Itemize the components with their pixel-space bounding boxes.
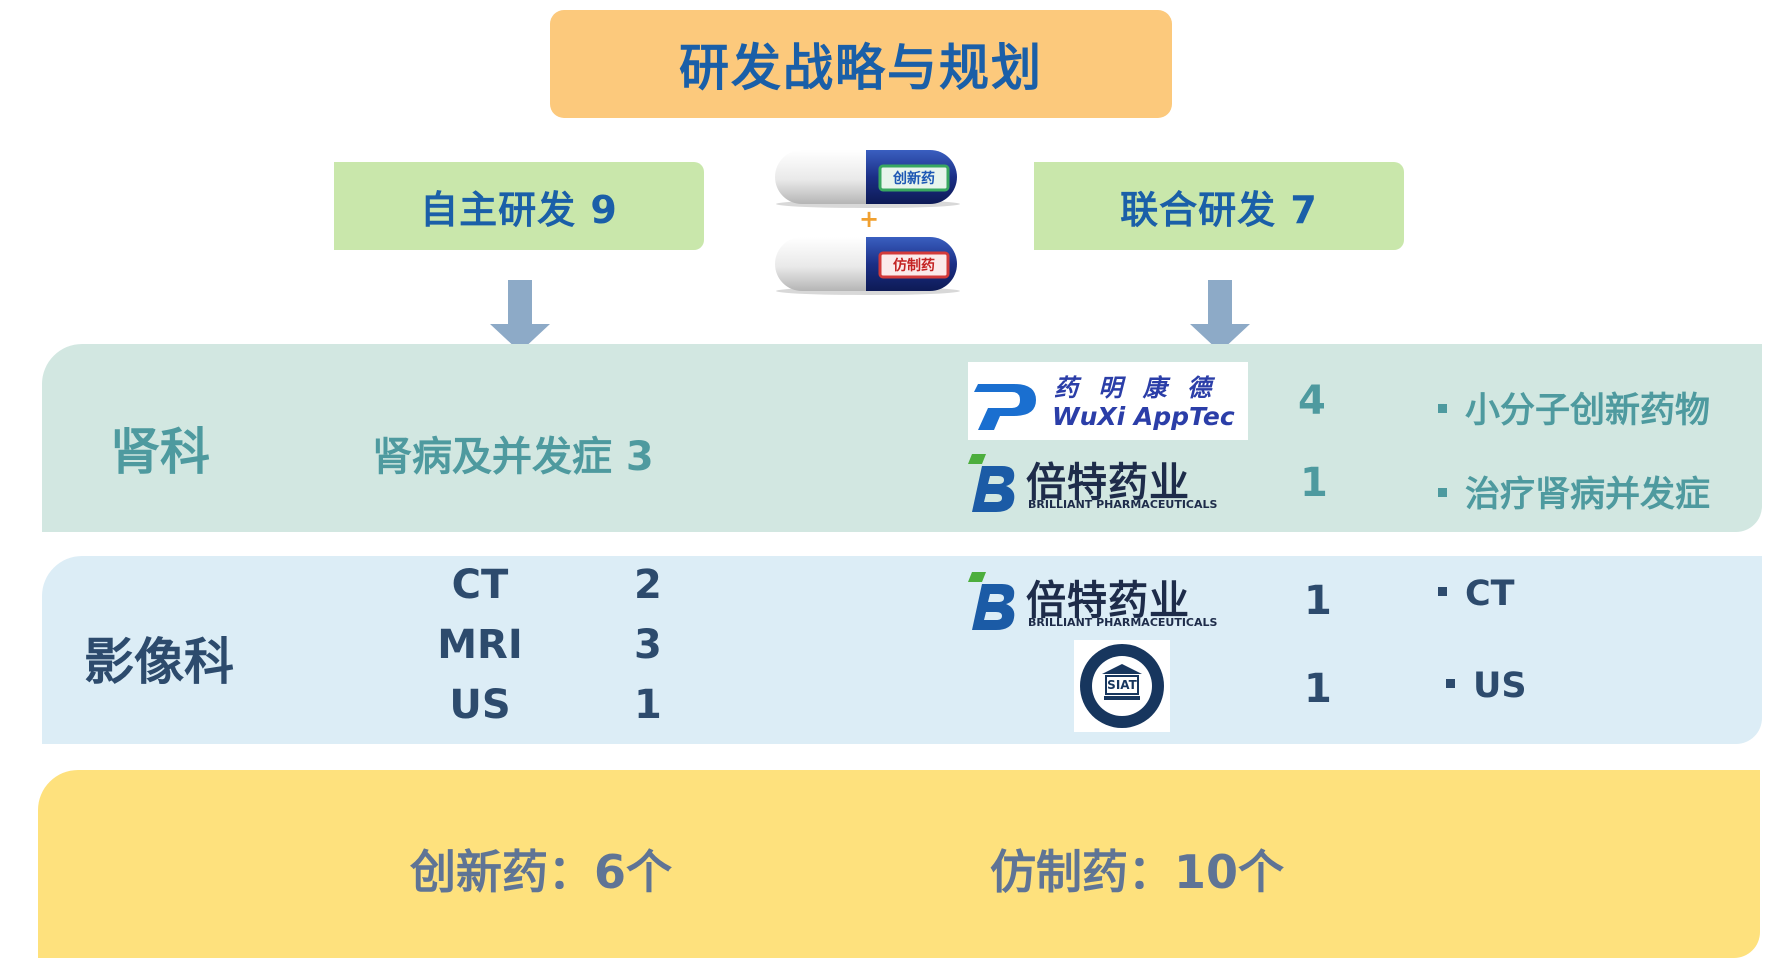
self-dev-box: 自主研发 9 [334,162,704,250]
imaging-item-ct-count: 2 [634,562,662,608]
brilliant-logo-en-kidney: BRILLIANT PHARMACEUTICALS [1028,498,1218,511]
page-title: 研发战略与规划 [550,10,1172,118]
imaging-item-us: US [449,682,511,728]
joint-dev-label: 联合研发 7 [1120,187,1318,232]
brilliant-logo-kidney: 倍特药业 BRILLIANT PHARMACEUTICALS [968,450,1248,516]
imaging-item-mri: MRI [437,622,523,668]
wuxi-logo-cn: 药 明 康 德 [1054,373,1218,402]
siat-desc: US [1446,666,1527,706]
wuxi-desc: 小分子创新药物 [1438,382,1710,433]
brilliant-imaging-count: 1 [1304,578,1332,624]
siat-logo-text: SIAT [1107,678,1137,692]
wuxi-logo-en: WuXi AppTec [1052,402,1235,431]
brilliant-logo-en-imaging: BRILLIANT PHARMACEUTICALS [1028,616,1218,629]
imaging-category: 影像科 [84,633,234,691]
arrow-down-left-icon [490,280,550,352]
joint-dev-box: 联合研发 7 [1034,162,1404,250]
brilliant-imaging-desc: CT [1438,574,1515,614]
innovative-pill-icon [775,150,960,208]
arrow-down-right-icon [1190,280,1250,352]
summary-panel [38,770,1760,958]
siat-count: 1 [1304,666,1332,712]
brilliant-b-icon [968,572,1015,630]
wuxi-count: 4 [1298,378,1326,424]
brilliant-logo-imaging: 倍特药业 BRILLIANT PHARMACEUTICALS [968,568,1248,634]
imaging-item-mri-count: 3 [634,622,662,668]
kidney-item: 肾病及并发症 3 [372,434,654,480]
siat-logo: SIAT [1074,640,1170,732]
innovative-pill-label: 创新药 [893,171,935,187]
siat-seal-icon [1080,644,1164,728]
self-dev-label: 自主研发 9 [420,187,618,232]
imaging-item-us-count: 1 [634,682,662,728]
wuxi-p-icon [974,384,1036,430]
summary-generic: 仿制药：10个 [990,845,1285,899]
generic-pill-label: 仿制药 [893,258,935,274]
brilliant-b-icon [968,454,1015,512]
kidney-category: 肾科 [110,423,210,481]
generic-pill-icon [775,237,960,295]
brilliant-logo-cn-imaging: 倍特药业 [1026,578,1190,624]
brilliant-logo-cn-kidney: 倍特药业 [1026,460,1190,506]
brilliant-kidney-count: 1 [1300,460,1328,506]
plus-sign: + [858,205,880,233]
page-title-text: 研发战略与规划 [679,39,1043,97]
brilliant-kidney-desc: 治疗肾病并发症 [1438,466,1710,517]
wuxi-apptec-logo: 药 明 康 德 WuXi AppTec [968,362,1248,440]
summary-innovative: 创新药：6个 [410,845,673,899]
imaging-item-ct: CT [451,562,509,608]
